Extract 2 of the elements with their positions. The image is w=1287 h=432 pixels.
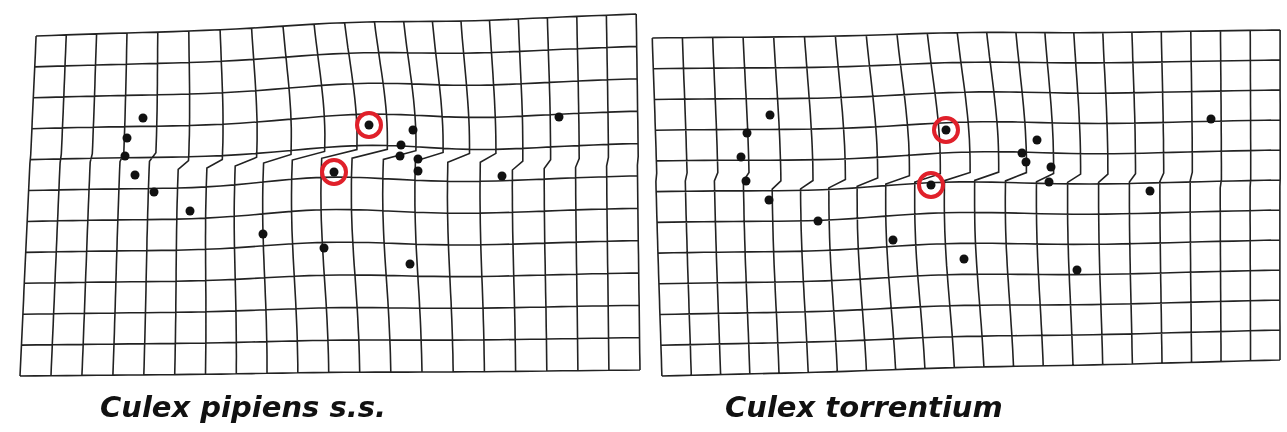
species-caption: Culex torrentium xyxy=(725,390,1003,424)
species-caption: Culex pipiens s.s. xyxy=(100,390,386,424)
